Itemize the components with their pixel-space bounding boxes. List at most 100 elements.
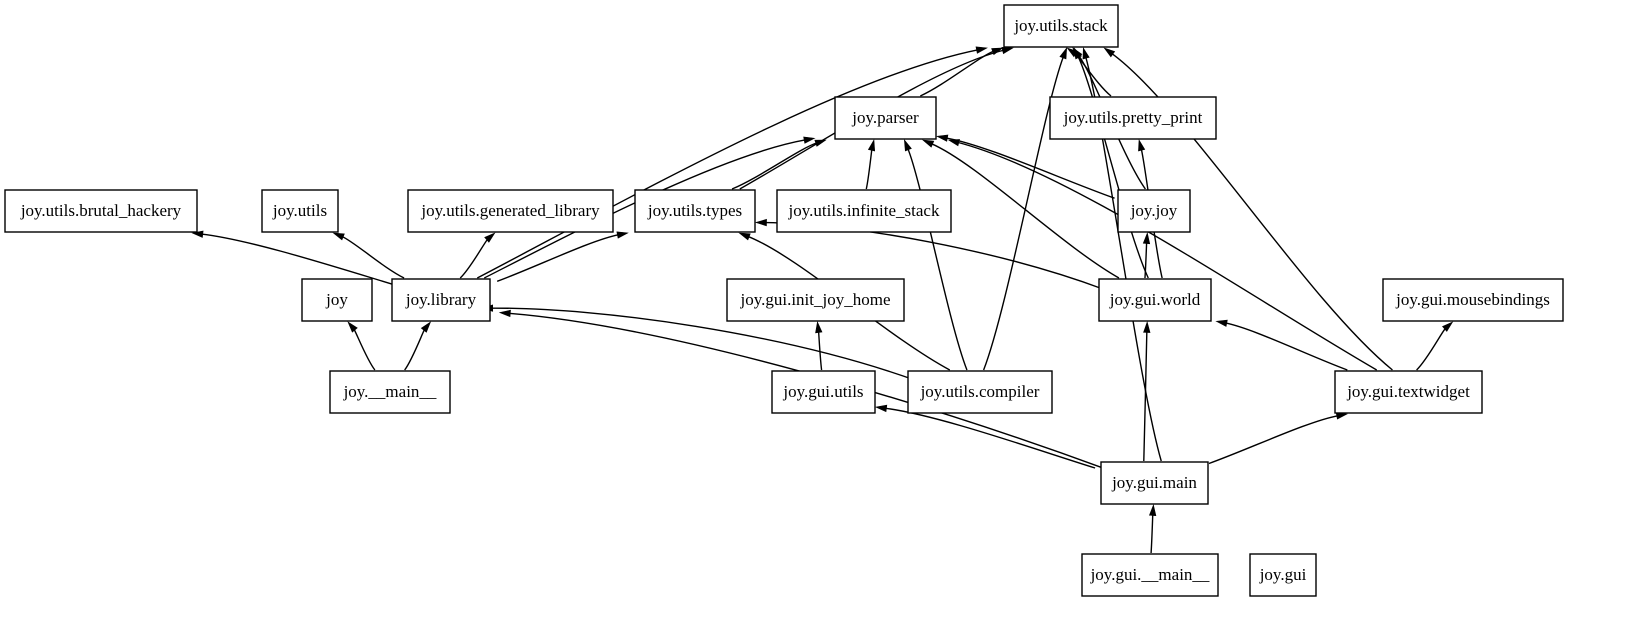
graph-edge	[341, 235, 405, 279]
graph-edge	[930, 142, 1120, 279]
node-box[interactable]	[834, 96, 937, 140]
node-label: joy.utils.compiler	[920, 382, 1040, 401]
graph-node[interactable]: joy.gui.init_joy_home	[726, 278, 905, 322]
edge-arrowhead	[1148, 503, 1157, 517]
graph-node[interactable]: joy.gui.__main__	[1081, 553, 1219, 597]
graph-node[interactable]: joy.utils.generated_library	[407, 189, 614, 233]
node-label: joy.parser	[851, 108, 919, 127]
node-label: joy.utils.pretty_print	[1063, 108, 1203, 127]
graph-node[interactable]: joy.utils.compiler	[907, 370, 1053, 414]
node-label: joy.__main__	[343, 382, 437, 401]
edge-arrowhead	[1143, 320, 1151, 333]
node-box[interactable]	[776, 189, 952, 233]
graph-edge	[884, 407, 1096, 469]
graph-node[interactable]: joy.utils.brutal_hackery	[4, 189, 198, 233]
graph-node[interactable]: joy.joy	[1117, 189, 1191, 233]
node-label: joy.gui.world	[1109, 290, 1201, 309]
edge-arrowhead	[975, 46, 988, 54]
node-label: joy.library	[405, 290, 477, 309]
edge-arrowhead	[1215, 319, 1228, 327]
node-label: joy.gui.mousebindings	[1395, 290, 1550, 309]
edge-arrowhead	[420, 321, 432, 333]
graph-node[interactable]: joy.gui.world	[1098, 278, 1212, 322]
graph-edge	[907, 148, 968, 371]
node-box[interactable]	[1049, 96, 1217, 140]
graph-edge	[1150, 513, 1154, 554]
graph-node[interactable]: joy.gui.main	[1100, 461, 1209, 505]
node-label: joy.utils.types	[647, 201, 742, 220]
node-box[interactable]	[1098, 278, 1212, 322]
graph-edge	[865, 148, 873, 190]
edge-arrowhead	[867, 139, 876, 152]
node-label: joy.joy	[1130, 201, 1178, 220]
edge-arrowhead	[947, 139, 961, 147]
edge-arrowhead	[1103, 47, 1116, 58]
graph-node[interactable]: joy.utils.infinite_stack	[776, 189, 952, 233]
edge-arrowhead	[1001, 47, 1014, 55]
graph-node[interactable]: joy.utils.types	[634, 189, 756, 233]
node-box[interactable]	[771, 370, 876, 414]
node-label: joy.gui.textwidget	[1346, 382, 1470, 401]
edge-arrowhead	[1073, 47, 1083, 60]
node-label: joy.utils.stack	[1013, 16, 1108, 35]
edge-arrowhead	[754, 218, 767, 227]
edge-arrowhead	[1082, 47, 1090, 60]
graph-edge	[817, 330, 823, 371]
node-box[interactable]	[329, 370, 451, 414]
edge-arrowhead	[347, 321, 358, 333]
node-label: joy.utils.brutal_hackery	[20, 201, 182, 220]
edge-arrowhead	[484, 232, 496, 243]
edge-arrowhead	[738, 232, 751, 241]
graph-node[interactable]: joy.parser	[834, 96, 937, 140]
graph-node[interactable]: joy.utils.pretty_print	[1049, 96, 1217, 140]
node-box[interactable]	[391, 278, 491, 322]
edge-arrowhead	[921, 139, 935, 148]
edge-arrowhead	[332, 232, 345, 241]
node-label: joy	[325, 290, 348, 309]
graph-edge	[491, 307, 915, 381]
node-box[interactable]	[726, 278, 905, 322]
graph-node[interactable]: joy.__main__	[329, 370, 451, 414]
graph-node[interactable]: joy.gui.utils	[771, 370, 876, 414]
node-box[interactable]	[1117, 189, 1191, 233]
graph-edge	[1225, 322, 1348, 371]
edge-arrowhead	[1142, 231, 1151, 245]
graph-edge	[945, 137, 1115, 199]
graph-node[interactable]: joy	[301, 278, 373, 322]
edge-arrowhead	[874, 404, 888, 413]
node-label: joy.gui.main	[1111, 473, 1197, 492]
node-box[interactable]	[907, 370, 1053, 414]
graph-edge	[731, 142, 818, 190]
graph-edge	[1208, 414, 1339, 465]
graph-edge	[1111, 52, 1393, 371]
node-label: joy.utils.generated_library	[420, 201, 600, 220]
node-box[interactable]	[261, 189, 339, 233]
edge-arrowhead	[815, 320, 823, 334]
node-label: joy.utils	[272, 201, 327, 220]
edge-arrowhead	[498, 309, 511, 318]
node-box[interactable]	[1081, 553, 1219, 597]
node-box[interactable]	[1100, 461, 1209, 505]
node-box[interactable]	[1382, 278, 1564, 322]
node-label: joy.gui.init_joy_home	[739, 290, 890, 309]
node-box[interactable]	[4, 189, 198, 233]
node-box[interactable]	[1334, 370, 1483, 414]
graph-node[interactable]: joy.library	[391, 278, 491, 322]
node-box[interactable]	[407, 189, 614, 233]
node-box[interactable]	[1003, 4, 1119, 48]
graph-node[interactable]: joy.gui	[1249, 553, 1317, 597]
node-box[interactable]	[301, 278, 373, 322]
graph-node[interactable]: joy.gui.mousebindings	[1382, 278, 1564, 322]
graph-edge	[476, 49, 979, 279]
edge-arrowhead	[814, 139, 827, 147]
graph-edge	[201, 233, 402, 288]
graph-node[interactable]: joy.utils	[261, 189, 339, 233]
graph-edge	[353, 328, 376, 371]
node-box[interactable]	[1249, 553, 1317, 597]
edge-arrowhead	[1059, 47, 1068, 60]
graph-node[interactable]: joy.gui.textwidget	[1334, 370, 1483, 414]
node-box[interactable]	[634, 189, 756, 233]
graph-node[interactable]: joy.utils.stack	[1003, 4, 1119, 48]
